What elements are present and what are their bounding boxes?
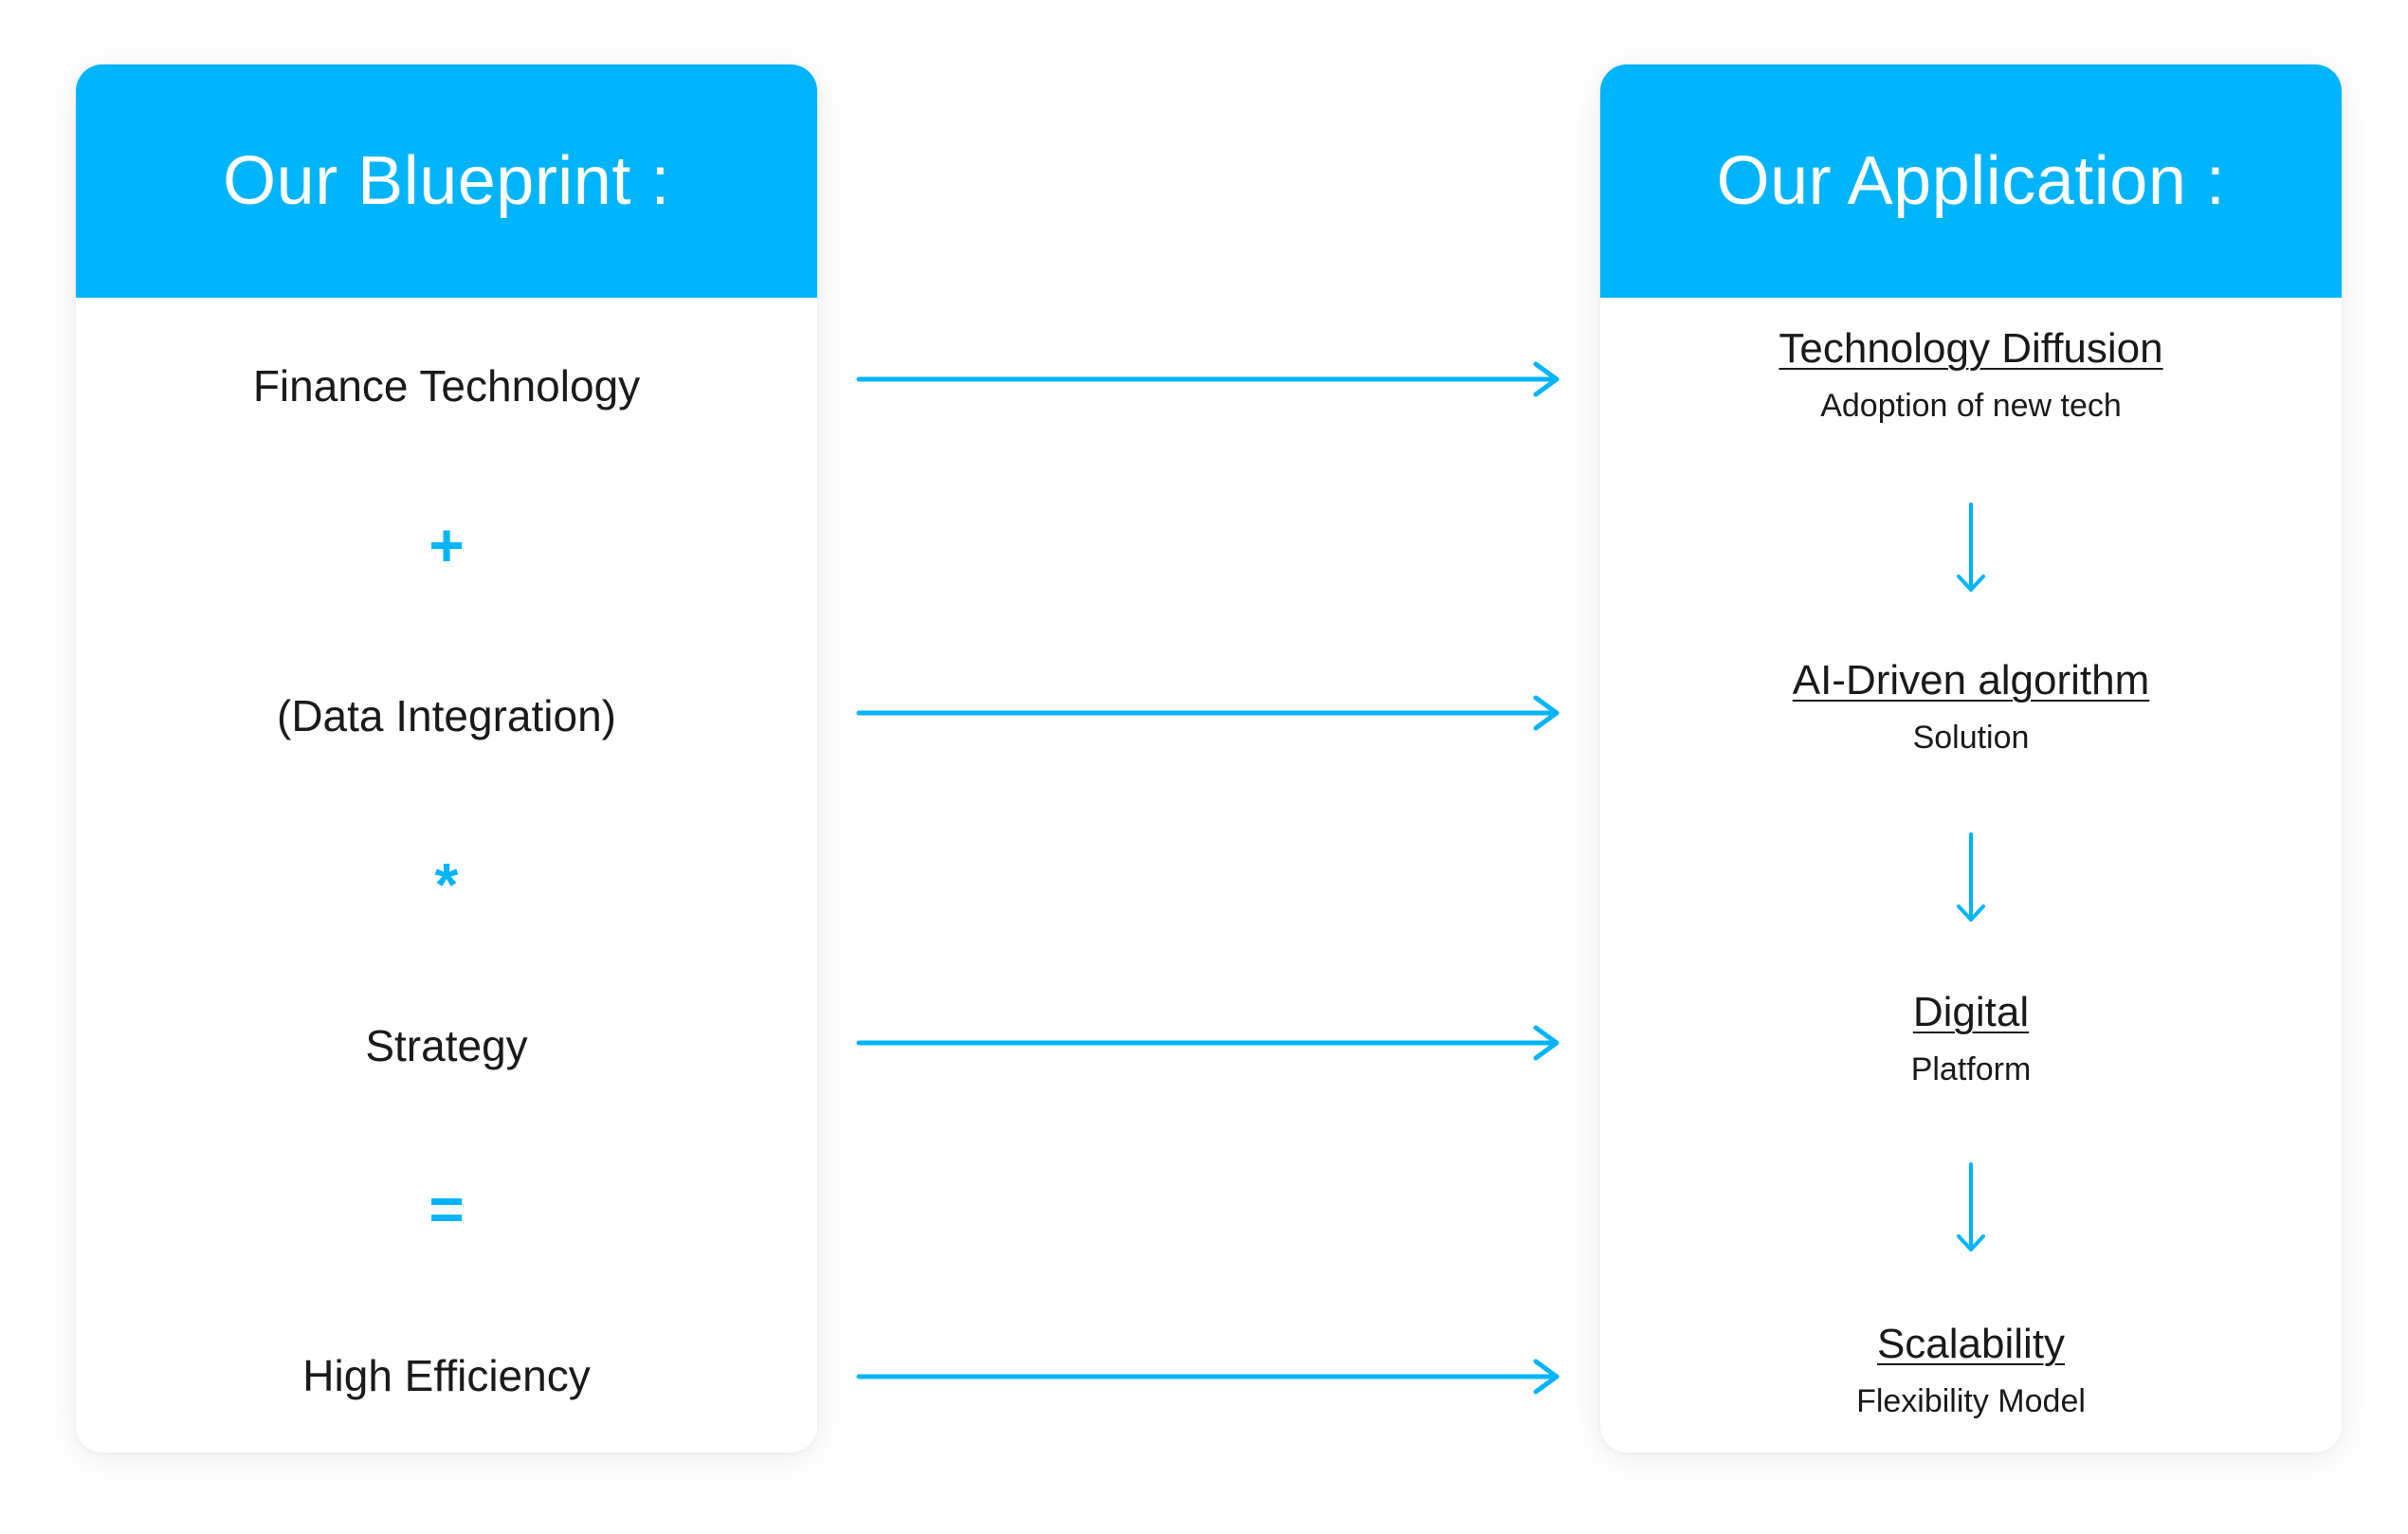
blueprint-title: Our Blueprint :: [223, 143, 670, 219]
application-item-subtitle: Platform: [1910, 1051, 2032, 1087]
application-item-title: AI-Driven algorithm: [1792, 657, 2150, 703]
blueprint-item-finance-technology: Finance Technology: [252, 361, 641, 411]
equals-operator: =: [429, 1175, 465, 1243]
arrow-right-icon: [856, 1359, 1560, 1395]
blueprint-item-strategy: Strategy: [365, 1021, 528, 1070]
arrow-right-icon: [856, 361, 1560, 397]
application-item-subtitle: Solution: [1912, 720, 2030, 756]
arrow-down-icon: [1957, 502, 1985, 592]
application-card: Our Application : Technology Diffusion A…: [1600, 64, 2342, 1452]
blueprint-item-data-integration: (Data Integration): [277, 691, 616, 740]
application-item-technology-diffusion: Technology Diffusion Adoption of new tec…: [1600, 322, 2342, 427]
application-item-title: Technology Diffusion: [1779, 325, 2163, 372]
arrow-right-icon: [856, 695, 1560, 731]
application-item-digital: Digital Platform: [1600, 986, 2342, 1090]
arrow-down-icon: [1957, 832, 1985, 922]
blueprint-item-high-efficiency: High Efficiency: [302, 1351, 591, 1400]
plus-operator: +: [429, 511, 465, 579]
blueprint-header: Our Blueprint :: [76, 64, 817, 298]
application-item-title: Scalability: [1876, 1321, 2066, 1367]
application-item-scalability: Scalability Flexibility Model: [1600, 1318, 2342, 1422]
application-item-subtitle: Flexibility Model: [1856, 1383, 2086, 1419]
arrow-right-icon: [856, 1025, 1560, 1061]
application-item-title: Digital: [1912, 989, 2030, 1035]
application-header: Our Application :: [1600, 64, 2342, 298]
application-title: Our Application :: [1716, 143, 2226, 219]
multiply-operator: *: [434, 850, 459, 919]
arrow-down-icon: [1957, 1162, 1985, 1251]
blueprint-card: Our Blueprint : Finance Technology + (Da…: [76, 64, 817, 1452]
application-item-ai-driven-algorithm: AI-Driven algorithm Solution: [1600, 654, 2342, 758]
application-item-subtitle: Adoption of new tech: [1820, 388, 2122, 424]
